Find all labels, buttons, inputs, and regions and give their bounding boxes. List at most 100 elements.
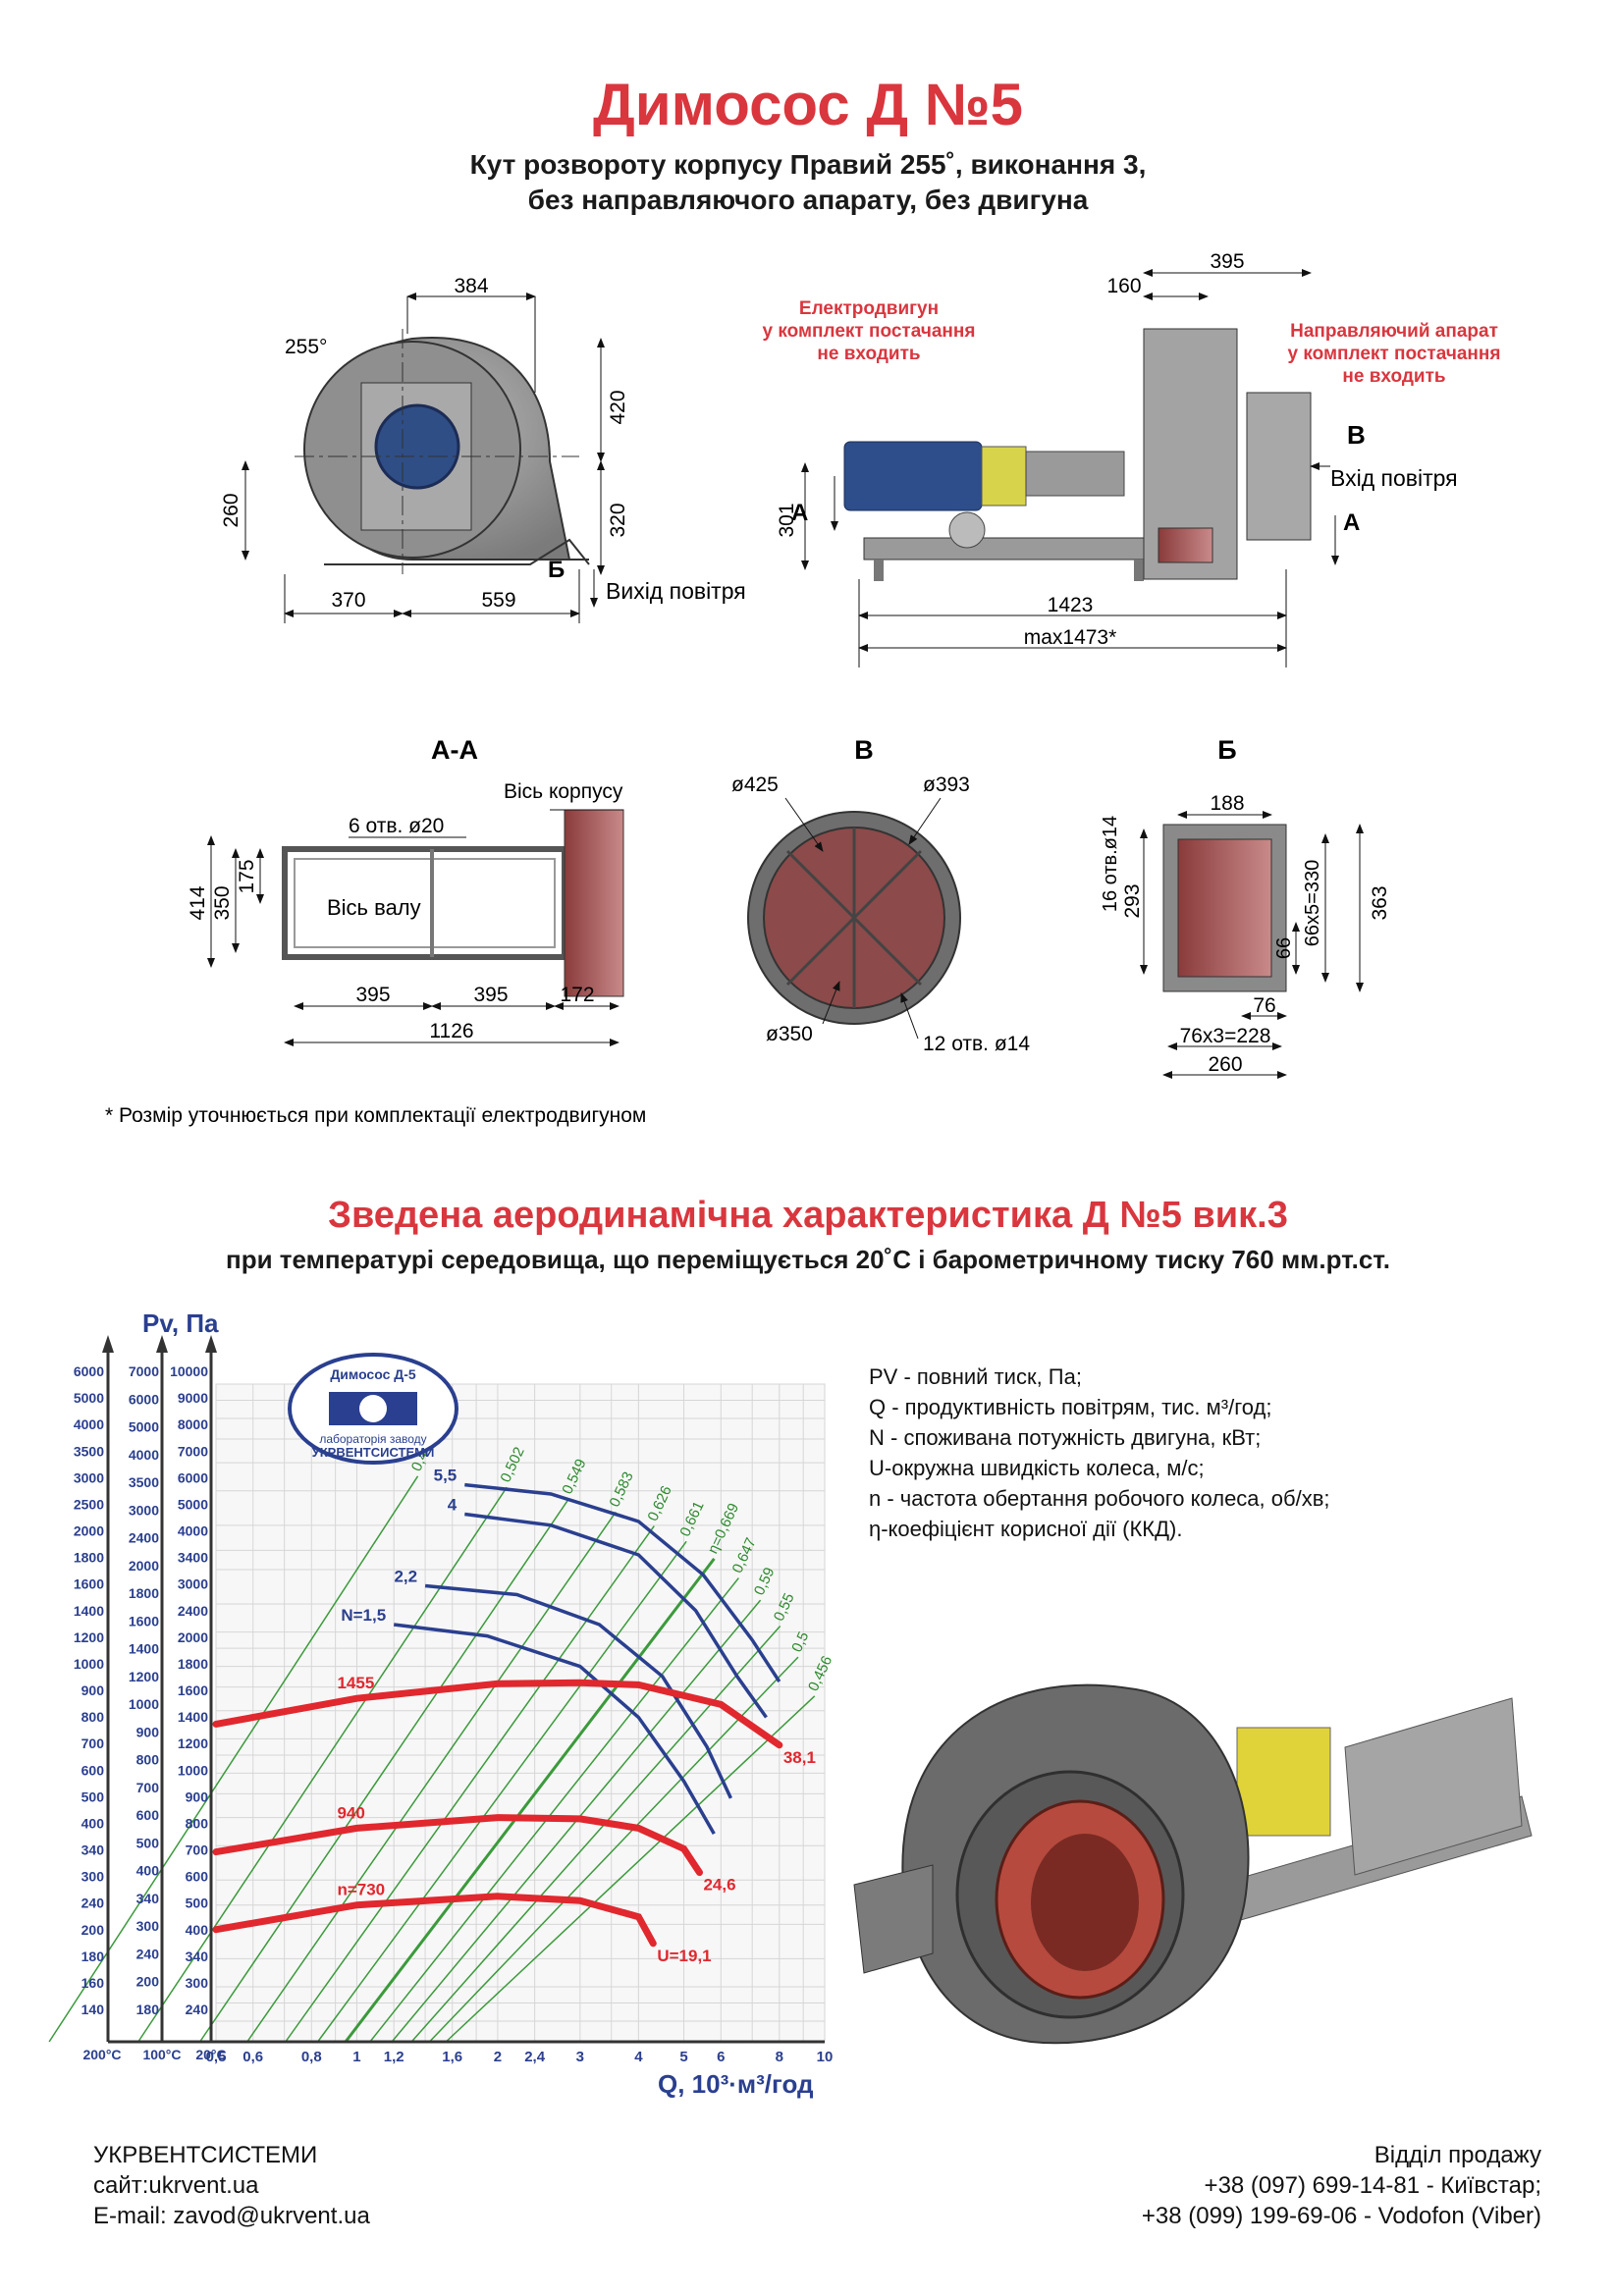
footer-site[interactable]: сайт:ukrvent.ua — [93, 2172, 259, 2199]
y-tick-label: 1800 — [74, 1550, 104, 1566]
footnote: * Розмір уточнюється при комплектації ел… — [105, 1104, 646, 1127]
v-holes: 12 отв. ø14 — [923, 1033, 1030, 1055]
y-tick-label: 160 — [81, 1975, 105, 1991]
aa-1126: 1126 — [429, 1020, 473, 1042]
dim-front-right-top: 420 — [607, 390, 629, 424]
aa-414: 414 — [187, 885, 209, 920]
y-tick-label: 1400 — [129, 1641, 159, 1657]
efficiency-line — [199, 1498, 569, 2043]
x-tick-label: 0,5 — [206, 2049, 227, 2065]
y-tick-label: 2000 — [178, 1629, 208, 1645]
y-tick-label: 1400 — [74, 1603, 104, 1619]
y-tick-label: 1200 — [178, 1735, 208, 1751]
x-tick-label: 2 — [494, 2049, 502, 2065]
v-d393: ø393 — [923, 774, 970, 796]
efficiency-line — [48, 1475, 419, 2043]
section-a-right: А — [1343, 509, 1360, 536]
y-axis-temp-label: 20°C — [195, 2047, 226, 2062]
y-tick-label: 800 — [81, 1709, 105, 1725]
chart-logo: Димосос Д-5 лабораторія заводу УКРВЕНТСИ… — [288, 1353, 458, 1465]
power-curve — [424, 1583, 732, 1799]
y-tick-label: 400 — [136, 1863, 160, 1879]
y-tick-label: 340 — [186, 1949, 209, 1964]
guide-note-1: Направляючий апарат — [1290, 321, 1498, 342]
dim-side-395: 395 — [1210, 250, 1244, 273]
x-tick-label: 10 — [817, 2049, 834, 2065]
fan-render-image — [853, 1683, 1533, 2045]
efficiency-line — [317, 1540, 687, 2043]
aa-395b: 395 — [473, 984, 508, 1006]
y-tick-label: 240 — [136, 1946, 160, 1961]
y-tick-label: 180 — [136, 2002, 160, 2017]
motor-note-1: Електродвигун — [799, 298, 939, 319]
x-tick-label: 3 — [576, 2049, 584, 2065]
chart-title: Зведена аеродинамічна характеристика Д №… — [328, 1195, 1288, 1236]
speed-curve — [212, 1893, 657, 1948]
aa-shaft-axis: Вісь валу — [327, 895, 421, 920]
guide-note-3: не входить — [1342, 366, 1445, 387]
footer-phone-2[interactable]: +38 (099) 199-69-06 - Vodofon (Viber) — [1141, 2203, 1541, 2229]
y-axis-arrow — [205, 1335, 217, 1353]
dim-side-301: 301 — [776, 503, 798, 537]
section-b: Б 188 16 отв.ø14 293 66x5=330 363 66 76 … — [1100, 735, 1391, 1079]
speed-curve — [212, 1679, 783, 1749]
efficiency-line — [344, 1557, 716, 2043]
y-tick-label: 600 — [186, 1869, 209, 1885]
y-tick-label: 1600 — [178, 1682, 208, 1698]
y-tick-label: 300 — [81, 1869, 105, 1885]
aa-172: 172 — [560, 984, 594, 1006]
chart-legend: PV - повний тиск, Па; Q - продуктивність… — [869, 1362, 1330, 1544]
power-curve-label: N=1,5 — [341, 1606, 386, 1625]
x-tick-label: 2,4 — [524, 2049, 546, 2065]
power-curve-label: 2,2 — [394, 1568, 417, 1586]
y-tick-label: 3400 — [178, 1550, 208, 1566]
y-tick-label: 4000 — [74, 1416, 104, 1432]
legend-eta: η-коефіцієнт корисної дії (ККД). — [869, 1517, 1183, 1541]
outlet-label: Вихід повітря — [606, 578, 746, 604]
y-tick-label: 1600 — [129, 1613, 159, 1629]
dim-side-max: max1473* — [1024, 626, 1117, 649]
section-b-title: Б — [1217, 735, 1236, 765]
legend-rpm: n - частота обертання робочого колеса, о… — [869, 1486, 1330, 1511]
y-tick-label: 1600 — [74, 1576, 104, 1592]
y-tick-label: 600 — [81, 1762, 105, 1778]
speed-curve-end-label: 24,6 — [703, 1876, 735, 1895]
x-tick-label: 0,8 — [301, 2049, 322, 2065]
y-tick-label: 1200 — [74, 1629, 104, 1645]
y-tick-label: 400 — [186, 1922, 209, 1938]
y-tick-label: 800 — [136, 1752, 160, 1768]
b-66: 66 — [1273, 937, 1295, 959]
y-tick-label: 140 — [81, 2002, 105, 2017]
b-260: 260 — [1208, 1053, 1242, 1076]
y-tick-label: 900 — [186, 1789, 209, 1804]
y-tick-label: 5000 — [178, 1496, 208, 1512]
speed-curve — [212, 1814, 703, 1877]
y-tick-label: 900 — [81, 1682, 105, 1698]
y-tick-label: 200 — [136, 1974, 160, 1990]
footer-email[interactable]: E-mail: zavod@ukrvent.ua — [93, 2203, 370, 2229]
y-tick-label: 2000 — [74, 1523, 104, 1539]
speed-curve-label: 940 — [337, 1803, 364, 1822]
page-subtitle-1: Кут розвороту корпусу Правий 255˚, викон… — [469, 149, 1147, 180]
section-v: В ø425 ø393 ø350 12 отв. ø14 — [731, 735, 1030, 1055]
footer-phone-1[interactable]: +38 (097) 699-14-81 - Київстар; — [1204, 2172, 1541, 2199]
efficiency-line — [410, 1625, 781, 2043]
b-363: 363 — [1369, 885, 1391, 920]
x-tick-label: 4 — [634, 2049, 643, 2065]
section-b-label: Б — [548, 557, 565, 583]
y-axis-arrow — [102, 1335, 114, 1353]
dim-front-left: 260 — [220, 493, 242, 527]
y-tick-label: 700 — [136, 1780, 160, 1795]
speed-curve-end-label: U=19,1 — [657, 1947, 711, 1965]
y-tick-label: 7000 — [178, 1443, 208, 1459]
dim-front-right-bottom: 320 — [607, 503, 629, 537]
legend-n: N - споживана потужність двигуна, кВт; — [869, 1425, 1262, 1450]
dim-side-1423: 1423 — [1048, 594, 1094, 616]
side-view: 395 160 301 А А В Вхід повітря 1423 max1… — [763, 250, 1500, 667]
footer-right: Відділ продажу +38 (097) 699-14-81 - Киї… — [1142, 2140, 1541, 2231]
section-v-title: В — [854, 735, 874, 765]
efficiency-line — [369, 1577, 739, 2043]
y-tick-label: 500 — [186, 1896, 209, 1911]
